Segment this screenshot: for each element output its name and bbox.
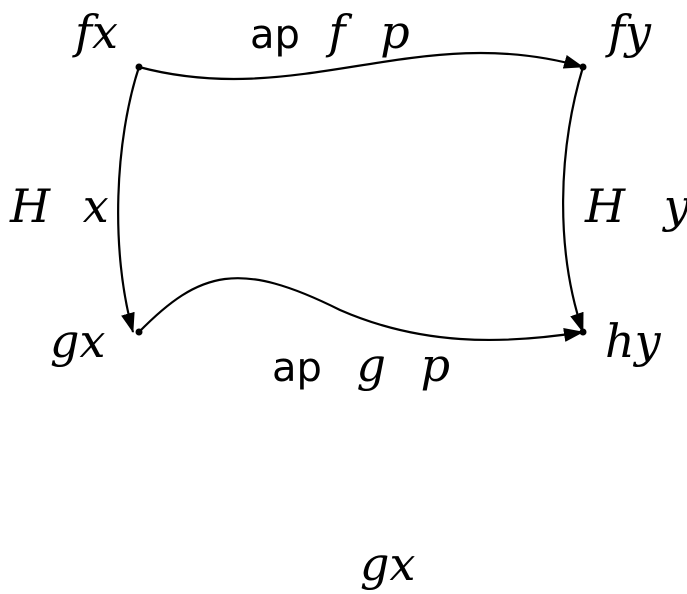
right-edge-arrow	[562, 66, 585, 333]
stray-node-label: gx	[360, 537, 415, 591]
edge-label-top-arg1: f	[326, 5, 353, 59]
edge-label-left-fn: H	[9, 179, 51, 233]
edge-label-bottom-arg2: p	[421, 338, 450, 392]
edge-label-right: H y	[584, 179, 687, 233]
node-dot-bottom-right	[579, 328, 587, 336]
bottom-edge-arrow	[138, 277, 584, 342]
edge-label-left-arg: x	[83, 179, 109, 233]
node-label-top-right: fy	[605, 5, 652, 59]
edge-label-right-fn: H	[584, 179, 626, 233]
node-label-bottom-right: hy	[605, 314, 662, 368]
edge-label-top-fn: ap	[250, 12, 300, 58]
edge-label-bottom-fn: ap	[272, 345, 322, 391]
edge-label-right-arg: y	[662, 179, 687, 233]
node-dot-top-left	[135, 63, 143, 71]
edge-label-top: ap f p	[250, 5, 410, 59]
node-label-bottom-left: gx	[50, 314, 105, 368]
edge-label-left: H x	[9, 179, 109, 233]
top-edge-arrow	[138, 51, 584, 81]
edge-label-bottom-arg1: g	[357, 338, 386, 392]
node-label-top-left: fx	[72, 5, 118, 59]
node-dot-bottom-left	[135, 328, 143, 336]
edge-label-top-arg2: p	[380, 5, 409, 59]
node-dot-top-right	[579, 63, 587, 71]
left-edge-arrow	[117, 66, 141, 333]
edge-label-bottom: ap g p	[272, 338, 450, 392]
